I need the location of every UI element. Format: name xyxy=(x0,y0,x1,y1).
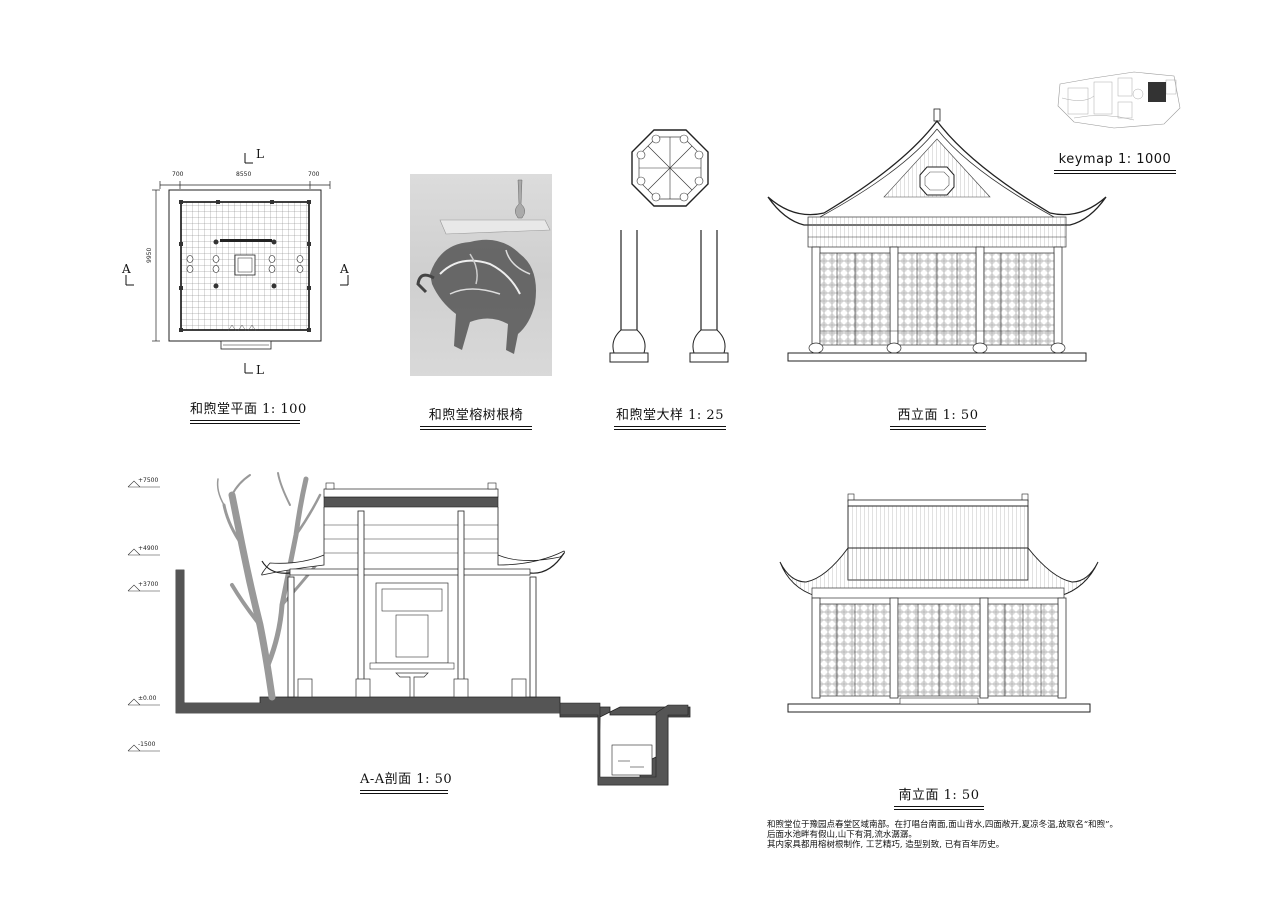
detail-caption-text: 和煦堂大样 1: 25 xyxy=(614,404,726,427)
level-4900: +4900 xyxy=(138,545,159,552)
detail-caption: 和煦堂大样 1: 25 xyxy=(614,404,726,430)
section-aa: +7500 +4900 +3700 ±0.00 -1500 xyxy=(120,465,700,795)
section-aa-svg xyxy=(127,472,691,786)
plan-dim-left: 700 xyxy=(172,171,184,178)
keymap-caption: keymap 1: 1000 xyxy=(1054,152,1176,174)
section-mark-a-right: A xyxy=(340,262,349,276)
chair-caption: 和煦堂榕树根椅 xyxy=(420,404,532,430)
plan-dim-right: 700 xyxy=(308,171,320,178)
section-mark-a-left: A xyxy=(122,262,131,276)
west-elevation xyxy=(764,105,1110,365)
west-caption-text: 西立面 1: 50 xyxy=(890,404,986,427)
section-mark-l-bottom: L xyxy=(256,363,264,377)
chair-photo xyxy=(410,174,552,376)
south-elevation xyxy=(776,488,1106,718)
description-line-2: 后面水池畔有假山,山下有洞,流水潺潺。 xyxy=(767,830,917,840)
chair-photo-drawing xyxy=(416,179,551,354)
chair-caption-text: 和煦堂榕树根椅 xyxy=(420,404,532,427)
south-caption: 南立面 1: 50 xyxy=(894,784,984,810)
section-caption: A-A剖面 1: 50 xyxy=(360,768,452,794)
level-0: ±0.00 xyxy=(138,695,157,702)
description-line-1: 和煦堂位于豫园点春堂区域南部。在打唱台南面,面山背水,四面敞开,夏凉冬温,故取名… xyxy=(767,820,1119,830)
description-block: 和煦堂位于豫园点春堂区域南部。在打唱台南面,面山背水,四面敞开,夏凉冬温,故取名… xyxy=(767,820,1118,850)
floor-plan: 700 8550 700 9950 A A L L xyxy=(120,145,360,385)
plan-caption: 和煦堂平面 1: 100 xyxy=(190,398,306,424)
floor-plan-drawing xyxy=(125,153,349,374)
keymap-drawing xyxy=(1054,68,1184,134)
plan-dim-middle: 8550 xyxy=(236,171,252,178)
west-elevation-svg xyxy=(767,108,1107,362)
detail-svg xyxy=(609,129,729,363)
section-caption-text: A-A剖面 1: 50 xyxy=(360,768,452,791)
west-caption: 西立面 1: 50 xyxy=(890,404,986,430)
description-line-3: 其内家具都用榕树根制作, 工艺精巧, 造型别致, 已有百年历史。 xyxy=(767,840,1005,850)
plan-caption-text: 和煦堂平面 1: 100 xyxy=(190,398,306,421)
south-caption-text: 南立面 1: 50 xyxy=(894,784,984,807)
section-mark-l-top: L xyxy=(256,147,264,161)
level-minus-1500: -1500 xyxy=(138,741,156,748)
keymap-svg xyxy=(1057,71,1181,129)
detail-drawing xyxy=(600,125,740,375)
plan-dim-vertical: 9950 xyxy=(146,247,153,263)
level-7500: +7500 xyxy=(138,477,159,484)
level-3700: +3700 xyxy=(138,581,159,588)
south-elevation-svg xyxy=(779,493,1099,713)
keymap-caption-text: keymap 1: 1000 xyxy=(1054,152,1176,171)
